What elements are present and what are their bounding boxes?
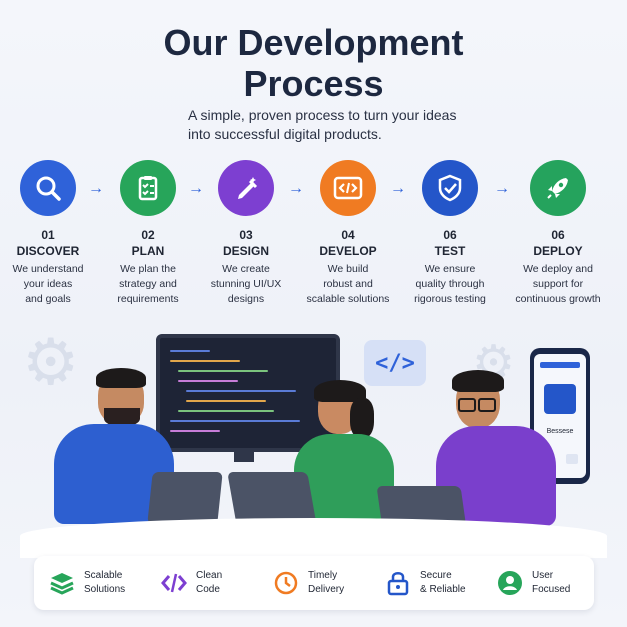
step-number: 04 [341, 228, 355, 242]
code-bubble: </> [364, 340, 426, 386]
step-number: 01 [41, 228, 55, 242]
feature-clean-code: Clean Code [146, 556, 258, 610]
step-name: DEPLOY [533, 244, 583, 258]
step-name: DEVELOP [319, 244, 377, 258]
desc-line: We build [327, 263, 369, 275]
step-description: We plan the strategy and requirements [94, 262, 202, 307]
feature-secure: Secure & Reliable [370, 556, 482, 610]
step-number: 03 [239, 228, 253, 242]
arrow-right-icon: → [494, 180, 510, 197]
desc-line: We ensure [424, 263, 476, 275]
lock-icon [384, 569, 412, 597]
step-description: We create stunning UI/UX designs [192, 262, 300, 307]
step-number: 06 [551, 228, 565, 242]
arrow-right-icon: → [390, 180, 406, 197]
desc-line: quality through [415, 278, 485, 290]
step-number: 06 [443, 228, 457, 242]
clock-icon [272, 569, 300, 597]
feature-label: Timely Delivery [308, 569, 344, 597]
page-title: Our Development Process [0, 22, 627, 104]
step-name: DESIGN [222, 244, 269, 258]
desc-line: scalable solutions [306, 293, 390, 305]
desc-line: your ideas [23, 278, 73, 290]
desc-line: robust and [323, 278, 373, 290]
desk [20, 518, 607, 558]
feature-label: Clean Code [196, 569, 222, 597]
feature-user-focused: User Focused [482, 556, 594, 610]
feature-label: Scalable Solutions [84, 569, 125, 597]
desc-line: strategy and [119, 278, 177, 290]
desc-line: We deploy and [523, 263, 593, 275]
gear-icon: ⚙ [22, 326, 80, 398]
feature-label-line: & Reliable [420, 584, 466, 595]
search-icon [20, 160, 76, 216]
clipboard-checklist-icon [120, 160, 176, 216]
feature-label-line: Clean [196, 570, 223, 581]
code-icon [320, 160, 376, 216]
feature-label-line: Focused [532, 584, 571, 595]
desc-line: designs [227, 293, 265, 305]
step-number: 02 [141, 228, 155, 242]
feature-label-line: Secure [420, 570, 452, 581]
step-description: We build robust and scalable solutions [294, 262, 402, 307]
shield-check-icon [422, 160, 478, 216]
desc-line: support for [532, 278, 584, 290]
title-line-2: Process [243, 63, 384, 104]
step-plan: 02 PLAN We plan the strategy and require… [94, 160, 202, 307]
step-design: 03 DESIGN We create stunning UI/UX desig… [192, 160, 300, 307]
user-icon [496, 569, 524, 597]
arrow-right-icon: → [188, 180, 204, 197]
step-deploy: 06 DEPLOY We deploy and support for cont… [504, 160, 612, 307]
desc-line: continuous growth [515, 293, 601, 305]
title-line-1: Our Development [163, 22, 464, 63]
desc-line: requirements [117, 293, 179, 305]
feature-timely-delivery: Timely Delivery [258, 556, 370, 610]
code-monitor [156, 334, 340, 452]
step-name: PLAN [131, 244, 165, 258]
step-name: DISCOVER [16, 244, 80, 258]
feature-label-line: Code [196, 584, 220, 595]
desc-line: We create [222, 263, 270, 275]
step-description: We understand your ideas and goals [0, 262, 102, 307]
arrow-right-icon: → [288, 180, 304, 197]
feature-label-line: Timely [308, 570, 338, 581]
feature-scalable: Scalable Solutions [34, 556, 146, 610]
phone-label: Bessese [546, 428, 574, 435]
feature-label-line: Solutions [84, 584, 126, 595]
stacked-layers-icon [48, 569, 76, 597]
rocket-icon [530, 160, 586, 216]
feature-label: Secure & Reliable [420, 569, 466, 597]
monitor-stand [234, 448, 254, 462]
step-description: We deploy and support for continuous gro… [504, 262, 612, 307]
arrow-right-icon: → [88, 180, 104, 197]
desc-line: rigorous testing [414, 293, 486, 305]
feature-label-line: Delivery [308, 584, 345, 595]
desc-line: We understand [12, 263, 84, 275]
process-steps: 01 DISCOVER We understand your ideas and… [0, 160, 627, 320]
step-discover: 01 DISCOVER We understand your ideas and… [0, 160, 102, 307]
step-name: TEST [434, 244, 466, 258]
team-illustration: ⚙ ⚙ </> Bessese [0, 322, 627, 558]
laptop [147, 472, 223, 524]
code-icon [160, 569, 188, 597]
step-description: We ensure quality through rigorous testi… [396, 262, 504, 307]
feature-label-line: User [532, 570, 554, 581]
step-test: 06 TEST We ensure quality through rigoro… [396, 160, 504, 307]
step-develop: 04 DEVELOP We build robust and scalable … [294, 160, 402, 307]
feature-label: User Focused [532, 569, 570, 597]
desc-line: and goals [25, 293, 71, 305]
pencil-icon [218, 160, 274, 216]
page-subtitle: A simple, proven process to turn your id… [188, 107, 457, 142]
feature-label-line: Scalable [84, 570, 123, 581]
desc-line: We plan the [120, 263, 176, 275]
desc-line: stunning UI/UX [210, 278, 282, 290]
features-bar: Scalable Solutions Clean Code Timely Del… [34, 556, 594, 610]
